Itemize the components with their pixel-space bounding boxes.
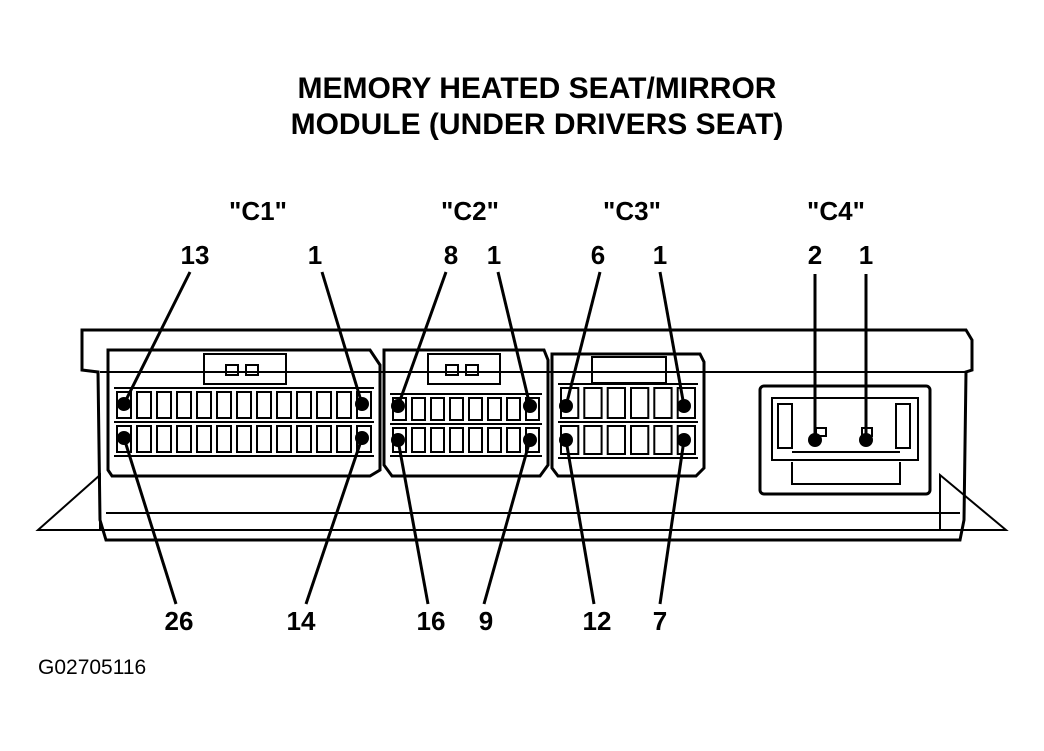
c1-pin-13-label: 13 [181, 240, 210, 270]
c3-pin-12-dot [559, 433, 573, 447]
connector-c1-label: "C1" [229, 196, 287, 226]
c1-pin-1-leader-line [320, 271, 364, 405]
connector-cavity [296, 391, 312, 419]
connector-cavity [196, 425, 212, 453]
connector-cavity [583, 425, 603, 455]
connector-cavity [468, 397, 483, 421]
connector-cavity [430, 397, 445, 421]
c2-pin-16-leader-line [396, 439, 430, 605]
connector-cavity [176, 391, 192, 419]
c2-pin-1-dot [523, 399, 537, 413]
figure-code: G02705116 [38, 656, 146, 679]
connector-cavity [316, 391, 332, 419]
c1-pin-13-dot [117, 397, 131, 411]
c4-pin-2-dot [808, 433, 822, 447]
c2-pin-16-label: 16 [417, 606, 446, 636]
connector-cavity [256, 425, 272, 453]
c2-pin-1-leader-line [496, 271, 532, 407]
connector-cavity [487, 427, 502, 453]
connector-c3-label: "C3" [603, 196, 661, 226]
c2-pin-16-dot [391, 433, 405, 447]
c2-pin-9-leader-line [482, 439, 532, 605]
c3-pin-12-leader-line [564, 439, 596, 605]
diagram-title-line1: MEMORY HEATED SEAT/MIRROR [298, 72, 777, 105]
connector-cavity [411, 397, 426, 421]
connector-cavity [136, 391, 152, 419]
connector-cavity [653, 387, 673, 419]
c2-pin-8-dot [391, 399, 405, 413]
c3-pin-6-dot [559, 399, 573, 413]
connector-c1-housing [106, 348, 382, 478]
c2-pin-1-label: 1 [487, 240, 501, 270]
connector-cavity [216, 425, 232, 453]
connector-cavity [296, 425, 312, 453]
c3-pin-6-leader-line [564, 271, 602, 407]
connector-cavity [449, 397, 464, 421]
connector-cavity [449, 427, 464, 453]
connector-cavity [216, 391, 232, 419]
connector-cavity [236, 425, 252, 453]
connector-cavity [116, 391, 132, 419]
c3-pin-1-dot [677, 399, 691, 413]
connector-cavity [630, 387, 650, 419]
c2-pin-8-leader-line [396, 271, 448, 407]
connector-cavity [506, 397, 521, 421]
connector-cavity [583, 387, 603, 419]
connector-cavity [136, 425, 152, 453]
connector-cavity [116, 425, 132, 453]
connector-cavity [176, 425, 192, 453]
pin-leaders [117, 271, 873, 605]
connector-cavity [606, 425, 627, 455]
connector-c3-housing [550, 352, 706, 478]
connector-cavity [156, 425, 172, 453]
connector-c2-label: "C2" [441, 196, 499, 226]
module-housing [35, 328, 1009, 542]
c4-pin-1-dot [859, 433, 873, 447]
connector-cavity [630, 425, 650, 455]
connector-cavity [336, 391, 352, 419]
connector-cavity [487, 397, 502, 421]
connector-c4-label: "C4" [807, 196, 865, 226]
c4-pin-1-label: 1 [859, 240, 873, 270]
c1-pin-26-leader-line [122, 437, 178, 605]
connector-cavity [653, 425, 673, 455]
c3-pin-1-leader-line [658, 271, 686, 407]
connector-cavity [316, 425, 332, 453]
connector-cavity [336, 425, 352, 453]
c2-pin-9-label: 9 [479, 606, 493, 636]
connector-cavity [506, 427, 521, 453]
c1-pin-1-label: 1 [308, 240, 322, 270]
c2-pin-8-label: 8 [444, 240, 458, 270]
c1-pin-14-dot [355, 431, 369, 445]
connector-cavity [430, 427, 445, 453]
c3-pin-7-label: 7 [653, 606, 667, 636]
connector-cavity [468, 427, 483, 453]
connector-cavity [196, 391, 212, 419]
c3-pin-7-dot [677, 433, 691, 447]
connector-cavity [411, 427, 426, 453]
connector-cavity [256, 391, 272, 419]
c3-pin-12-label: 12 [583, 606, 612, 636]
connector-c2-housing [382, 348, 550, 478]
connector-cavity [276, 425, 292, 453]
c1-pin-26-dot [117, 431, 131, 445]
c1-pin-26-label: 26 [165, 606, 194, 636]
c1-pin-13-leader-line [122, 271, 192, 405]
c1-pin-14-label: 14 [287, 606, 316, 636]
c3-pin-7-leader-line [658, 439, 686, 605]
c2-pin-9-dot [523, 433, 537, 447]
connector-cavity [156, 391, 172, 419]
diagram-title-line2: MODULE (UNDER DRIVERS SEAT) [291, 108, 784, 141]
c4-pin-2-label: 2 [808, 240, 822, 270]
connector-cavity [236, 391, 252, 419]
connector-cavity [276, 391, 292, 419]
connector-c4-housing [758, 384, 932, 496]
c1-pin-1-dot [355, 397, 369, 411]
connector-cavity [606, 387, 627, 419]
c3-pin-6-label: 6 [591, 240, 605, 270]
c1-pin-14-leader-line [304, 437, 364, 605]
c3-pin-1-label: 1 [653, 240, 667, 270]
